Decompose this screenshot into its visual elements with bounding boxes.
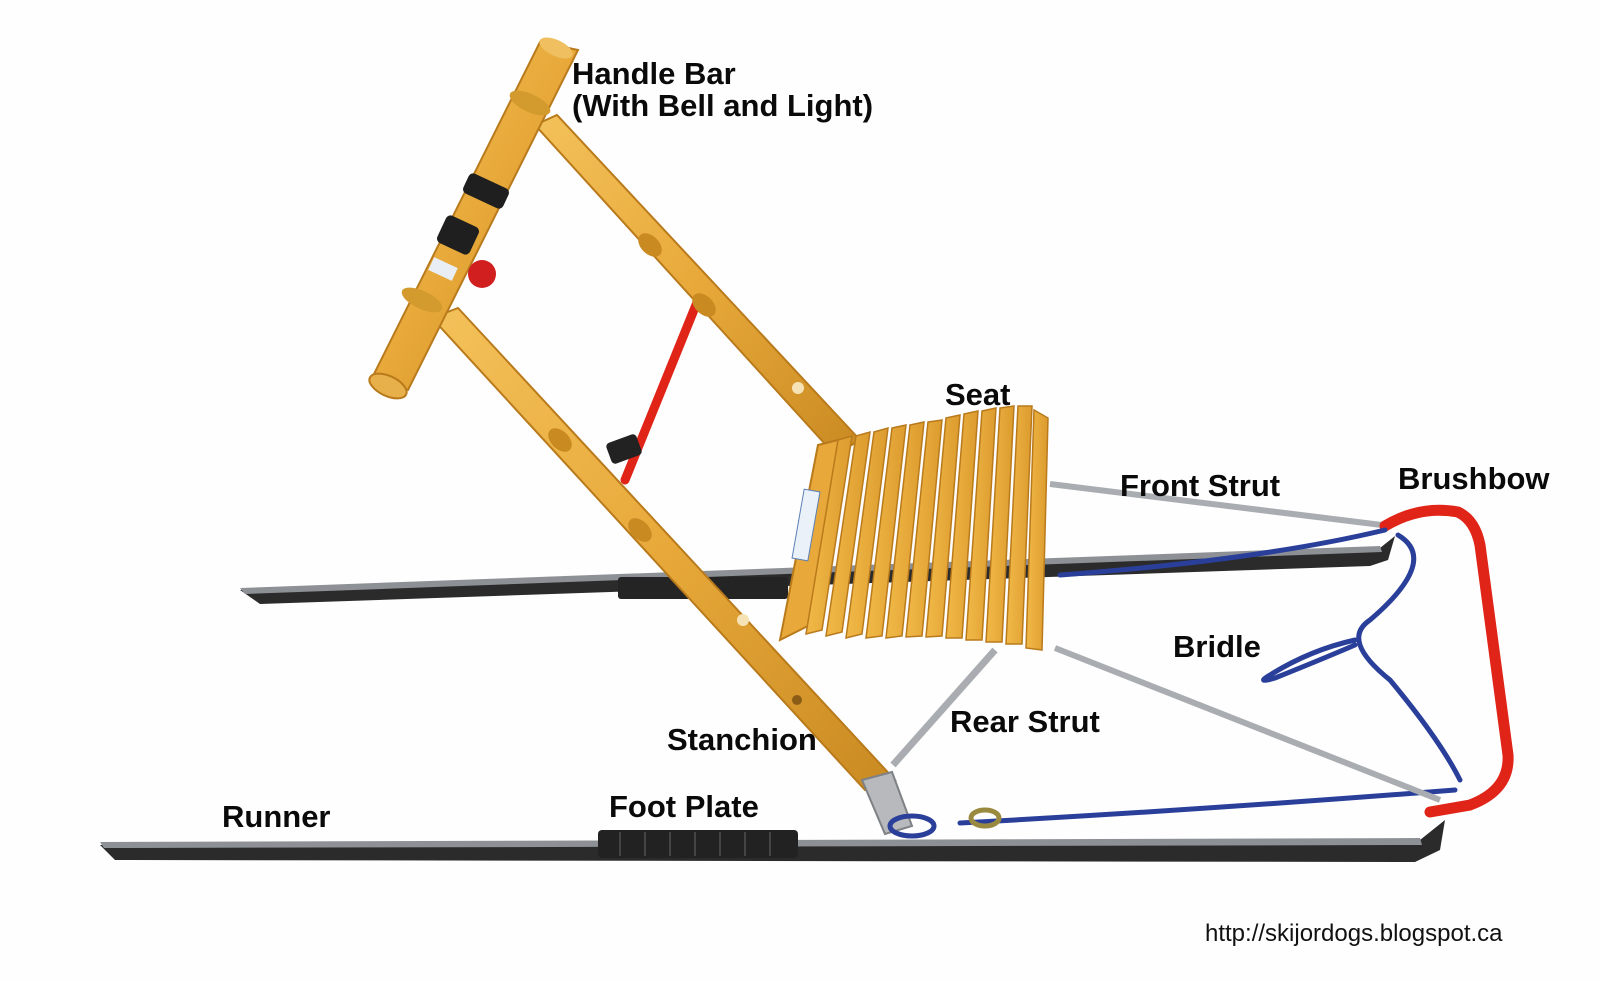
bell — [468, 260, 496, 288]
handle-bar-label: Handle Bar (With Bell and Light) — [572, 58, 873, 122]
handle-bar-label-line1: Handle Bar — [572, 56, 736, 91]
front-strut-label: Front Strut — [1120, 468, 1281, 503]
handle-bar — [368, 37, 580, 400]
seat-brace-rod — [890, 647, 998, 768]
rear-strut-label: Rear Strut — [950, 704, 1100, 739]
brushbow-bar — [1379, 504, 1514, 818]
foot-plate-label: Foot Plate — [609, 789, 759, 824]
brushbow-label: Brushbow — [1398, 461, 1550, 496]
front-runner — [100, 820, 1445, 862]
runner-label: Runner — [222, 799, 331, 834]
foot-plate-pad — [598, 830, 798, 858]
bridle-rope — [957, 527, 1463, 826]
hitch-ring — [887, 807, 1002, 839]
front-strut-rod — [1049, 481, 1391, 529]
handle-bar-label-line2: (With Bell and Light) — [572, 88, 874, 123]
stanchion-label: Stanchion — [667, 722, 817, 757]
source-url: http://skijordogs.blogspot.ca — [1205, 920, 1503, 947]
bridle-label: Bridle — [1173, 629, 1261, 664]
rear-strut-rod — [1053, 645, 1442, 803]
light-mount — [463, 173, 509, 209]
seat-slats — [805, 405, 1049, 651]
seat-label: Seat — [945, 377, 1011, 412]
